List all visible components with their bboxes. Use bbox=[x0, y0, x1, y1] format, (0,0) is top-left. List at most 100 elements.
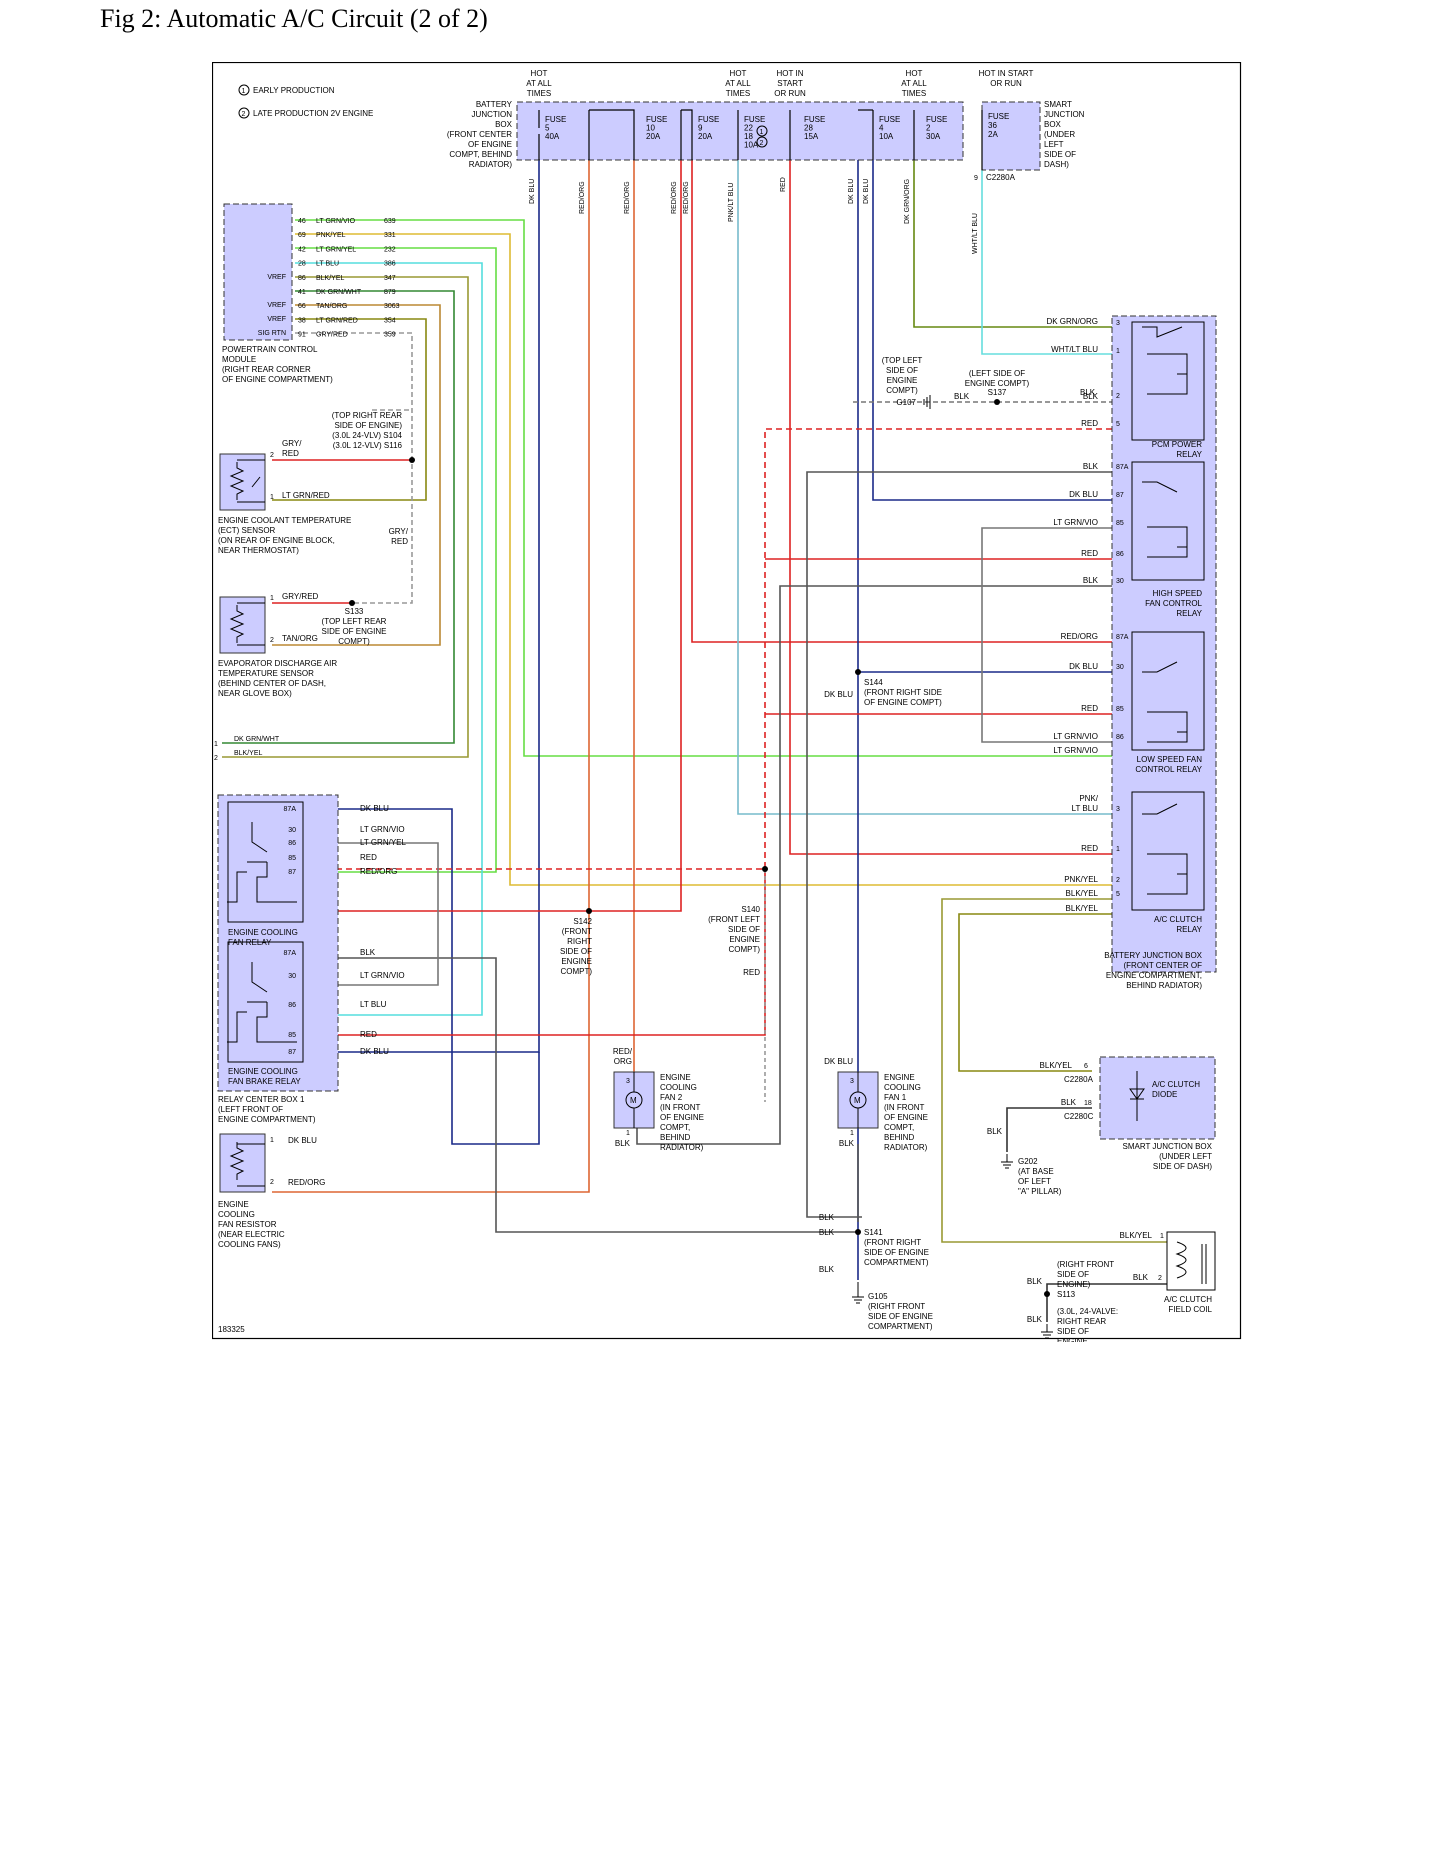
clutch-pin2: 2 bbox=[1158, 1275, 1162, 1282]
splice-s140-dot bbox=[762, 866, 768, 872]
pcm-pin-color: LT BLU bbox=[316, 261, 339, 268]
s142-label-line: RIGHT bbox=[567, 937, 592, 946]
splice-s144-dot bbox=[855, 669, 861, 675]
fuse-label-line: 22 bbox=[744, 124, 753, 133]
wire-pnk-yel-331 bbox=[295, 233, 1122, 886]
ac-relay-pin: 3 bbox=[1116, 806, 1120, 813]
fan2-top-wire: RED/ bbox=[613, 1047, 633, 1056]
pcm-pin-number: 86 bbox=[298, 275, 306, 282]
clutch-wire2: BLK bbox=[1133, 1273, 1149, 1282]
ect-pin2: 2 bbox=[270, 452, 274, 459]
ect-sensor bbox=[219, 453, 266, 511]
ac-relay-wire: BLK/YEL bbox=[1066, 904, 1099, 913]
pcm-name-line: (RIGHT REAR CORNER bbox=[222, 365, 311, 374]
vertical-wire-label: PNK/LT BLU bbox=[728, 183, 735, 222]
s144-wire: DK BLU bbox=[824, 690, 853, 699]
pcm-pin-circuit: 3063 bbox=[384, 303, 400, 310]
fan1-name-line: COOLING bbox=[884, 1083, 921, 1092]
pcm-pin-circuit: 347 bbox=[384, 275, 396, 282]
fuse-header-line: TIMES bbox=[527, 89, 551, 98]
clutch-coil-symbol bbox=[1166, 1231, 1216, 1291]
legend-early-text: EARLY PRODUCTION bbox=[253, 86, 335, 95]
hs-relay-pin: 87A bbox=[1116, 464, 1129, 471]
fuse-label-line: 9 bbox=[698, 124, 703, 133]
sjb-diode-conn1: C2280A bbox=[1064, 1075, 1094, 1084]
fan2-name-line: COMPT, bbox=[660, 1123, 690, 1132]
fan-relay-pin: 87 bbox=[288, 869, 296, 876]
brake-relay-wire: BLK bbox=[360, 948, 376, 957]
fuse-mark-2: 2 bbox=[760, 140, 764, 147]
sjb-top-label-line: SIDE OF bbox=[1044, 150, 1076, 159]
sjb-diode-pin2: 18 bbox=[1084, 1100, 1092, 1107]
battery-jb-label-line: RADIATOR) bbox=[469, 160, 513, 169]
fan1-name-line: ENGINE bbox=[884, 1073, 915, 1082]
g105-label-line: (RIGHT FRONT bbox=[868, 1302, 925, 1311]
fuse-label-line: 10 bbox=[646, 124, 655, 133]
s140-label-line: SIDE OF bbox=[728, 925, 760, 934]
pcm-pin-circuit: 359 bbox=[384, 332, 396, 339]
s133-label-line: (TOP LEFT REAR bbox=[322, 617, 387, 626]
pcm-pin-color: BLK/YEL bbox=[316, 275, 345, 282]
resistor-name-line: ENGINE bbox=[218, 1200, 249, 1209]
sjb-top-label-line: (UNDER bbox=[1044, 130, 1075, 139]
pcm-pin-color: LT GRN/VIO bbox=[316, 218, 356, 225]
s140-label-line: ENGINE bbox=[729, 935, 760, 944]
s141-label-line: (FRONT RIGHT bbox=[864, 1238, 921, 1247]
sjb-fuse-label-line: 36 bbox=[988, 121, 997, 130]
wire-red-org-fuse9b bbox=[691, 138, 1122, 643]
fan1-name-line: (IN FRONT bbox=[884, 1103, 925, 1112]
fuse-header-line: HOT bbox=[906, 69, 923, 78]
evap-pin2-color: TAN/ORG bbox=[282, 634, 318, 643]
battery-junction-box-fuses bbox=[516, 101, 1041, 171]
fan1-name-line: FAN 1 bbox=[884, 1093, 907, 1102]
evap-sensor bbox=[219, 596, 266, 654]
resistor-name-line: COOLING FANS) bbox=[218, 1240, 281, 1249]
brake-relay-wire: LT GRN/VIO bbox=[360, 971, 405, 980]
clutch-name-line: FIELD COIL bbox=[1168, 1305, 1212, 1314]
fan-relay-wire: RED bbox=[360, 853, 377, 862]
brake-relay-pin: 86 bbox=[288, 1002, 296, 1009]
wire-blk-sjb-g202 bbox=[1006, 1107, 1092, 1152]
g102-blk: BLK bbox=[1027, 1315, 1043, 1324]
fan-relay-name-line: ENGINE COOLING bbox=[228, 928, 298, 937]
g202-label-line: "A" PILLAR) bbox=[1018, 1187, 1062, 1196]
resistor-name-line: FAN RESISTOR bbox=[218, 1220, 277, 1229]
resistor-name-line: (NEAR ELECTRIC bbox=[218, 1230, 285, 1239]
fuse-label-line: FUSE bbox=[926, 115, 947, 124]
hs-relay-name-line: RELAY bbox=[1176, 609, 1202, 618]
fuse-header-line: HOT IN START bbox=[979, 69, 1034, 78]
evap-pin1: 1 bbox=[270, 595, 274, 602]
fan2-motor: M bbox=[630, 1096, 637, 1105]
fan-relay-wire: RED/ORG bbox=[360, 867, 397, 876]
fuse-label-line: 28 bbox=[804, 124, 813, 133]
pcm-pin-number: 28 bbox=[298, 261, 306, 268]
g102-label-line: SIDE OF bbox=[1057, 1327, 1089, 1336]
sjb-top-label-line: DASH) bbox=[1044, 160, 1069, 169]
s137-location-line: (LEFT SIDE OF bbox=[969, 369, 1025, 378]
ground-g202-symbol bbox=[1001, 1154, 1013, 1169]
ect-name-line: (ON REAR OF ENGINE BLOCK, bbox=[218, 536, 335, 545]
hs-relay-pin: 85 bbox=[1116, 520, 1124, 527]
legend: 1 EARLY PRODUCTION 2 LATE PRODUCTION 2V … bbox=[238, 84, 373, 119]
pcm-power-relay-pin: 5 bbox=[1116, 421, 1120, 428]
g107-blk2: BLK bbox=[1080, 388, 1096, 397]
ground-g107-symbol bbox=[923, 395, 931, 409]
g202-label-line: (AT BASE bbox=[1018, 1167, 1054, 1176]
sjb-box-name-line: SIDE OF DASH) bbox=[1153, 1162, 1212, 1171]
wire-dk-blu-fuse5-resistor bbox=[307, 808, 540, 1145]
brake-relay-wire: RED bbox=[360, 1030, 377, 1039]
fan2-bottom-wire: BLK bbox=[615, 1139, 631, 1148]
g107-name: G107 bbox=[896, 398, 916, 407]
fan1-pin1: 1 bbox=[850, 1130, 854, 1137]
sjb-fuse-pin: 9 bbox=[974, 175, 978, 182]
brake-relay-pin: 85 bbox=[288, 1032, 296, 1039]
sjb-fuse-label-line: FUSE bbox=[988, 112, 1009, 121]
brake-relay-pin: 30 bbox=[288, 973, 296, 980]
fuse-label-line: 10A bbox=[744, 141, 759, 150]
